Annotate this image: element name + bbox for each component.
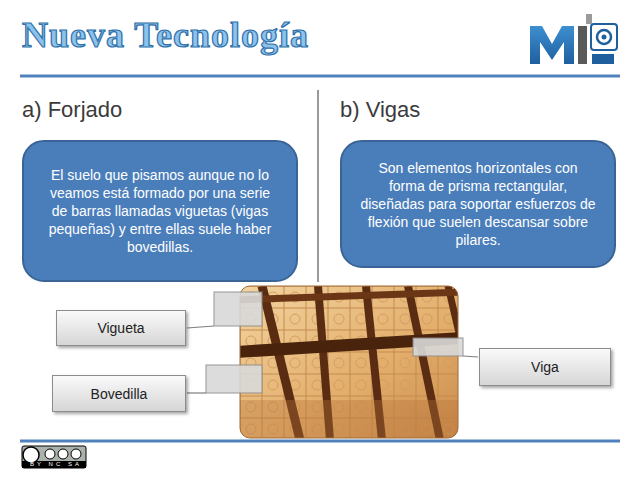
divider [317, 90, 319, 282]
section-heading: a) Forjado [22, 96, 298, 124]
leader-pointer [187, 292, 478, 393]
ceiling-photo [240, 286, 458, 438]
license-text: BY NC SA [30, 461, 82, 467]
part-name: Viga [531, 359, 559, 375]
part-label: Vigueta [56, 310, 186, 346]
description-text: Son elementos horizontales con forma de … [360, 159, 596, 249]
section-heading: b) Vigas [340, 96, 616, 124]
logo [530, 14, 617, 64]
footer-rule [20, 440, 620, 443]
description-box: Son elementos horizontales con forma de … [340, 140, 616, 268]
slide-title: Nueva Tecnología [22, 14, 309, 56]
part-name: Vigueta [97, 320, 144, 336]
description-text: El suelo que pisamos aunque no lo veamos… [42, 166, 278, 256]
part-label: Bovedilla [52, 375, 186, 412]
info-panel: a) Forjado El suelo que pisamos aunque no… [22, 96, 298, 282]
cc-badge [22, 446, 86, 468]
header-rule [20, 75, 620, 78]
part-name: Bovedilla [91, 386, 148, 402]
description-box: El suelo que pisamos aunque no lo veamos… [22, 140, 298, 282]
info-panel: b) VigasSon elementos horizontales con f… [340, 96, 616, 268]
part-label: Viga [479, 348, 611, 386]
